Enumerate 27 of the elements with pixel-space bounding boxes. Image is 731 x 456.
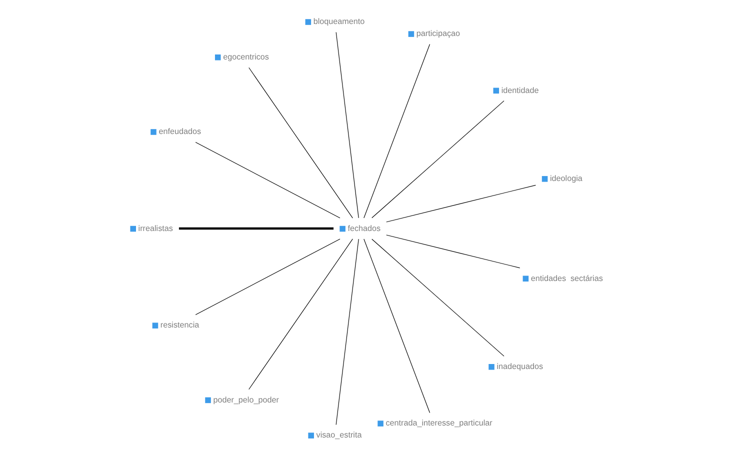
connector xyxy=(194,141,340,218)
node-box xyxy=(304,18,311,24)
node-box xyxy=(492,87,499,94)
connector xyxy=(386,234,520,268)
connector xyxy=(363,238,430,413)
node-box xyxy=(488,364,494,370)
connector xyxy=(194,238,340,315)
node-box xyxy=(377,420,383,426)
connector xyxy=(371,238,504,356)
node-box xyxy=(152,322,158,328)
connector xyxy=(335,238,358,425)
node-box xyxy=(150,128,156,134)
node-box xyxy=(204,396,210,403)
connector xyxy=(386,184,536,222)
connector xyxy=(371,100,504,218)
node-box xyxy=(339,225,345,232)
node-box xyxy=(408,30,414,36)
connector xyxy=(178,226,334,230)
node-box xyxy=(308,432,314,438)
connector xyxy=(363,43,430,218)
node-box xyxy=(522,275,528,282)
node-box xyxy=(214,54,220,60)
node-box xyxy=(541,176,548,182)
connector xyxy=(248,66,352,218)
connector xyxy=(335,31,358,218)
connector xyxy=(248,238,352,390)
node-box xyxy=(130,225,136,232)
